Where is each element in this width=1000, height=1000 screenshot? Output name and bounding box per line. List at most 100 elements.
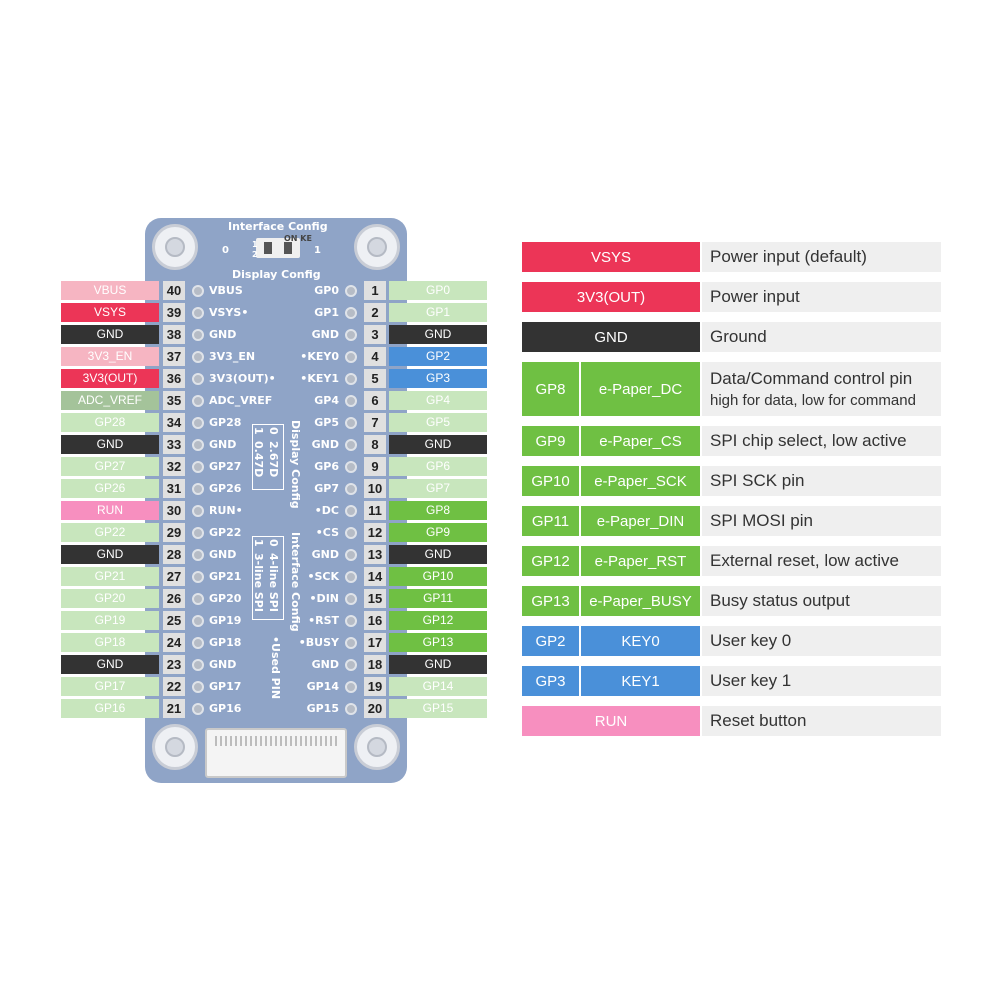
display-config-row1-value: 0.47D (252, 441, 265, 478)
header-pin (345, 285, 357, 297)
right-pin-tag: GP10 (389, 567, 487, 586)
mounting-hole-icon (152, 724, 198, 770)
left-pin-number: 33 (163, 435, 185, 454)
legend-gpio-cell: GP11 (522, 506, 579, 536)
board-left-pin-label: GP28 (209, 416, 242, 429)
board-right-pin-label: GND (311, 548, 339, 561)
left-pin-tag: VSYS (61, 303, 159, 322)
legend-gpio-cell: GP3 (522, 666, 579, 696)
board-right-pin-label: GP14 (306, 680, 339, 693)
board-left-pin-label: RUN• (209, 504, 243, 517)
right-pin-tag: GP15 (389, 699, 487, 718)
config-switch (256, 238, 300, 258)
right-pin-tag: GND (389, 435, 487, 454)
legend-description: Busy status output (702, 586, 941, 616)
right-pin-tag: GP1 (389, 303, 487, 322)
board-right-pin-label: •SCK (307, 570, 339, 583)
header-pin (192, 307, 204, 319)
legend-signal-cell: e-Paper_BUSY (581, 586, 700, 616)
left-pin-number: 29 (163, 523, 185, 542)
legend-description-line: Power input (710, 287, 800, 306)
left-pin-number: 23 (163, 655, 185, 674)
header-pin (192, 461, 204, 473)
left-pin-tag: GP27 (61, 457, 159, 476)
header-pin (345, 549, 357, 561)
legend-row: 3V3(OUT)Power input (522, 282, 941, 312)
legend-description: Power input (default) (702, 242, 941, 272)
board-left-pin-label: VBUS (209, 284, 243, 297)
header-pin (192, 351, 204, 363)
legend-signal-cell: e-Paper_SCK (581, 466, 700, 496)
interface-config-row2-key: 0 (267, 539, 280, 547)
board-left-pin-label: 3V3(OUT)• (209, 372, 276, 385)
right-pin-tag: GP7 (389, 479, 487, 498)
display-config-table: 1 0.47D 0 2.67D (252, 424, 284, 490)
header-pin (345, 307, 357, 319)
header-pin (345, 329, 357, 341)
left-pin-number: 28 (163, 545, 185, 564)
legend-description: External reset, low active (702, 546, 941, 576)
board-right-pin-label: GP5 (314, 416, 339, 429)
legend-signal-cell: e-Paper_DC (581, 362, 700, 416)
right-pin-number: 20 (364, 699, 386, 718)
legend-signal-cell: VSYS (522, 242, 700, 272)
right-pin-number: 19 (364, 677, 386, 696)
left-pin-tag: GND (61, 435, 159, 454)
header-pin (345, 659, 357, 671)
right-pin-tag: GND (389, 325, 487, 344)
legend-description-line: SPI SCK pin (710, 471, 805, 490)
left-pin-number: 26 (163, 589, 185, 608)
legend-description: SPI chip select, low active (702, 426, 941, 456)
left-pin-number: 34 (163, 413, 185, 432)
legend-description-line: Reset button (710, 711, 807, 730)
board-left-pin-label: GND (209, 328, 237, 341)
left-pin-number: 25 (163, 611, 185, 630)
right-pin-number: 12 (364, 523, 386, 542)
right-pin-tag: GND (389, 655, 487, 674)
header-pin (345, 505, 357, 517)
right-pin-tag: GND (389, 545, 487, 564)
legend-gpio-cell: GP8 (522, 362, 579, 416)
mounting-hole-icon (354, 724, 400, 770)
right-pin-tag: GP3 (389, 369, 487, 388)
mounting-hole-icon (152, 224, 198, 270)
right-pin-number: 5 (364, 369, 386, 388)
header-pin (345, 593, 357, 605)
header-pin (192, 483, 204, 495)
header-pin (192, 417, 204, 429)
left-pin-number: 24 (163, 633, 185, 652)
right-pin-tag: GP14 (389, 677, 487, 696)
legend-gpio-cell: GP12 (522, 546, 579, 576)
left-pin-tag: RUN (61, 501, 159, 520)
header-pin (192, 527, 204, 539)
left-pin-number: 35 (163, 391, 185, 410)
display-config-row1-key: 1 (252, 427, 265, 435)
board-left-pin-label: GND (209, 548, 237, 561)
board-right-pin-label: •DC (314, 504, 339, 517)
right-pin-tag: GP6 (389, 457, 487, 476)
header-pin (192, 329, 204, 341)
interface-config-table: 1 3-line SPI 0 4-line SPI (252, 536, 284, 620)
header-pin (192, 285, 204, 297)
legend-description: SPI SCK pin (702, 466, 941, 496)
interface-config-title: Interface Config (228, 220, 328, 233)
e-paper-driver-board (145, 218, 407, 783)
legend-description-line: SPI MOSI pin (710, 511, 813, 530)
board-left-pin-label: GP27 (209, 460, 242, 473)
header-pin (192, 615, 204, 627)
left-pin-tag: GP20 (61, 589, 159, 608)
board-right-pin-label: GND (311, 328, 339, 341)
left-pin-tag: GP28 (61, 413, 159, 432)
right-pin-number: 4 (364, 347, 386, 366)
legend-description-line: SPI chip select, low active (710, 431, 907, 450)
legend-description: SPI MOSI pin (702, 506, 941, 536)
right-pin-number: 18 (364, 655, 386, 674)
right-pin-number: 2 (364, 303, 386, 322)
switch-label-left: 0 (222, 245, 229, 256)
board-right-pin-label: GP4 (314, 394, 339, 407)
board-right-pin-label: GP7 (314, 482, 339, 495)
legend-description: Ground (702, 322, 941, 352)
